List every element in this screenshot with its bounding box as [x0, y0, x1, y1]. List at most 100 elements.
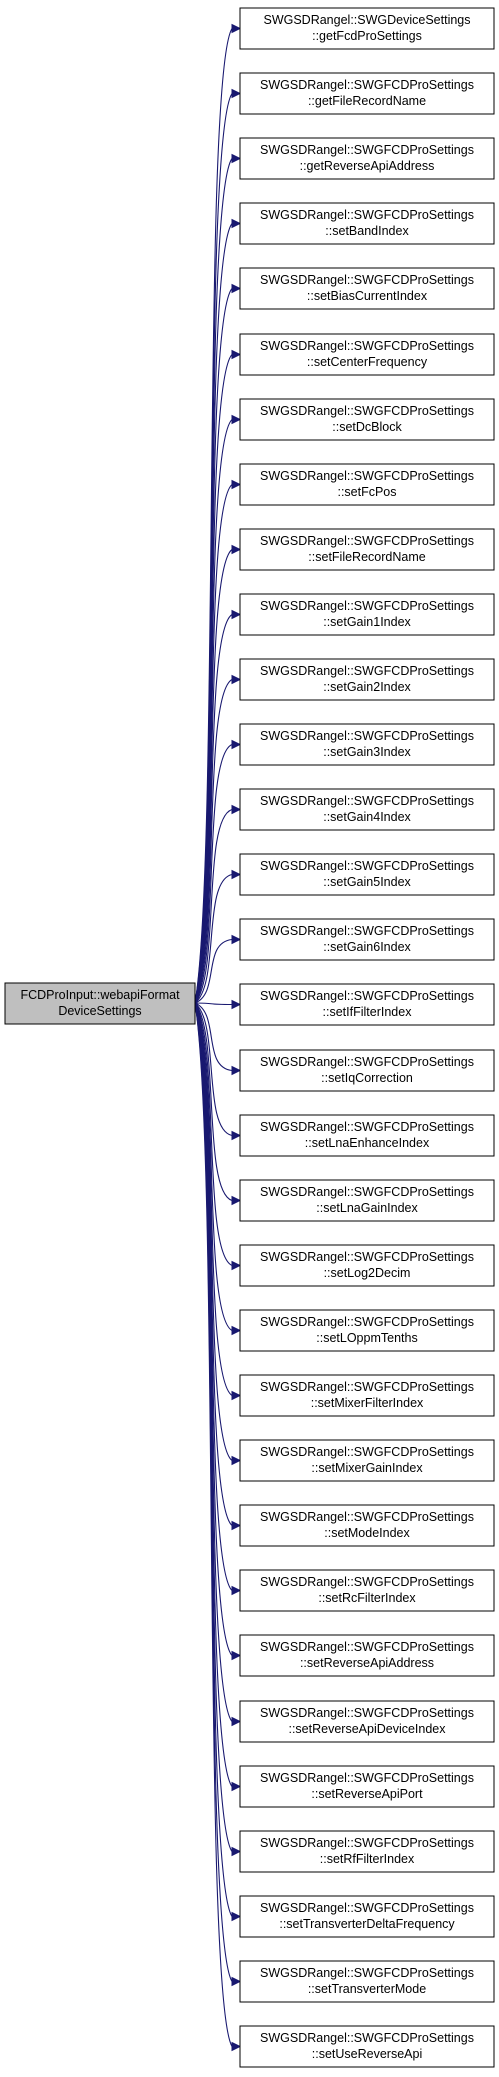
target-node[interactable]: SWGSDRangel::SWGFCDProSettings::setLnaEn…: [239, 1114, 495, 1157]
arrowhead-icon: [231, 2041, 242, 2052]
arrowhead-icon: [231, 1716, 242, 1727]
target-node-label-line2: ::setGain1Index: [323, 615, 411, 629]
target-node-label-line2: ::setMixerFilterIndex: [311, 1396, 424, 1410]
target-node-box: [239, 1244, 495, 1287]
call-edge: [194, 419, 233, 1004]
call-edge: [194, 1002, 233, 1202]
target-node[interactable]: SWGSDRangel::SWGFCDProSettings::setLOppm…: [239, 1309, 495, 1352]
target-node-label-line1: SWGSDRangel::SWGFCDProSettings: [260, 989, 474, 1003]
target-node[interactable]: SWGSDRangel::SWGFCDProSettings::setGain6…: [239, 918, 495, 961]
target-node[interactable]: SWGSDRangel::SWGFCDProSettings::setTrans…: [239, 1960, 495, 2003]
target-node-box: [239, 267, 495, 310]
target-node[interactable]: SWGSDRangel::SWGFCDProSettings::getFileR…: [239, 72, 495, 115]
source-node-box: [4, 982, 196, 1025]
target-node-box: [239, 1374, 495, 1417]
call-edge: [194, 1002, 233, 1461]
arrowhead-icon: [231, 414, 242, 425]
arrowhead-icon: [231, 1781, 242, 1792]
target-node-box: [239, 1895, 495, 1938]
target-node-label-line2: ::setLog2Decim: [324, 1266, 411, 1280]
target-node-box: [239, 593, 495, 636]
target-node-label-line1: SWGSDRangel::SWGFCDProSettings: [260, 273, 474, 287]
target-node-box: [239, 1114, 495, 1157]
target-node-box: [239, 137, 495, 180]
target-node[interactable]: SWGSDRangel::SWGFCDProSettings::setLnaGa…: [239, 1179, 495, 1222]
target-node[interactable]: SWGSDRangel::SWGFCDProSettings::setFcPos: [239, 463, 495, 506]
arrowhead-icon: [231, 349, 242, 360]
call-edge: [194, 1002, 233, 1331]
target-node[interactable]: SWGSDRangel::SWGFCDProSettings::setMixer…: [239, 1439, 495, 1482]
target-node[interactable]: SWGSDRangel::SWGFCDProSettings::setGain5…: [239, 853, 495, 896]
target-node-label-line2: ::setLnaEnhanceIndex: [305, 1136, 430, 1150]
target-node[interactable]: SWGSDRangel::SWGFCDProSettings::setRfFil…: [239, 1830, 495, 1873]
target-node-label-line1: SWGSDRangel::SWGFCDProSettings: [260, 2031, 474, 2045]
target-node-label-line1: SWGSDRangel::SWGFCDProSettings: [260, 78, 474, 92]
target-node-label-line2: ::getFileRecordName: [308, 94, 426, 108]
target-node[interactable]: SWGSDRangel::SWGFCDProSettings::getRever…: [239, 137, 495, 180]
target-node-label-line1: SWGSDRangel::SWGFCDProSettings: [260, 1771, 474, 1785]
target-node-box: [239, 983, 495, 1026]
source-node-label-line1: FCDProInput::webapiFormat: [20, 988, 180, 1002]
target-nodes: SWGSDRangel::SWGDeviceSettings::getFcdPr…: [239, 7, 495, 2068]
call-edge: [194, 549, 233, 1004]
target-node[interactable]: SWGSDRangel::SWGFCDProSettings::setGain4…: [239, 788, 495, 831]
target-node-label-line2: ::setGain3Index: [323, 745, 411, 759]
target-node-label-line1: SWGSDRangel::SWGFCDProSettings: [260, 1706, 474, 1720]
target-node[interactable]: SWGSDRangel::SWGFCDProSettings::setCente…: [239, 333, 495, 376]
target-node-label-line1: SWGSDRangel::SWGFCDProSettings: [260, 599, 474, 613]
target-node[interactable]: SWGSDRangel::SWGFCDProSettings::setRever…: [239, 1765, 495, 1808]
target-node[interactable]: SWGSDRangel::SWGFCDProSettings::setGain2…: [239, 658, 495, 701]
target-node-box: [239, 333, 495, 376]
target-node[interactable]: SWGSDRangel::SWGFCDProSettings::setDcBlo…: [239, 398, 495, 441]
target-node-label-line2: ::setBandIndex: [325, 224, 409, 238]
target-node[interactable]: SWGSDRangel::SWGFCDProSettings::setBiasC…: [239, 267, 495, 310]
target-node[interactable]: SWGSDRangel::SWGFCDProSettings::setFileR…: [239, 528, 495, 571]
target-node[interactable]: SWGSDRangel::SWGFCDProSettings::setGain3…: [239, 723, 495, 766]
target-node-label-line2: ::setIfFilterIndex: [323, 1005, 413, 1019]
target-node[interactable]: SWGSDRangel::SWGFCDProSettings::setRever…: [239, 1700, 495, 1743]
target-node-label-line2: ::setReverseApiPort: [311, 1787, 423, 1801]
call-edge: [194, 808, 233, 1004]
arrowhead-icon: [231, 1390, 242, 1401]
target-node-label-line1: SWGSDRangel::SWGFCDProSettings: [260, 1250, 474, 1264]
target-node[interactable]: SWGSDRangel::SWGFCDProSettings::setTrans…: [239, 1895, 495, 1938]
target-node-box: [239, 658, 495, 701]
target-node[interactable]: SWGSDRangel::SWGDeviceSettings::getFcdPr…: [239, 7, 495, 50]
call-edge: [194, 743, 233, 1004]
target-node[interactable]: SWGSDRangel::SWGFCDProSettings::setRever…: [239, 1634, 495, 1677]
target-node[interactable]: SWGSDRangel::SWGFCDProSettings::setModeI…: [239, 1504, 495, 1547]
call-edge: [194, 1002, 233, 1396]
arrowhead-icon: [231, 1130, 242, 1141]
target-node[interactable]: SWGSDRangel::SWGFCDProSettings::setUseRe…: [239, 2025, 495, 2068]
target-node[interactable]: SWGSDRangel::SWGFCDProSettings::setLog2D…: [239, 1244, 495, 1287]
arrowhead-icon: [231, 1911, 242, 1922]
target-node-label-line1: SWGSDRangel::SWGFCDProSettings: [260, 1445, 474, 1459]
call-edge: [194, 873, 233, 1004]
target-node[interactable]: SWGSDRangel::SWGFCDProSettings::setMixer…: [239, 1374, 495, 1417]
target-node[interactable]: SWGSDRangel::SWGFCDProSettings::setIqCor…: [239, 1049, 495, 1092]
target-node-label-line2: ::setGain2Index: [323, 680, 411, 694]
source-node-webapiformatdevicesettings[interactable]: FCDProInput::webapiFormat DeviceSettings: [4, 982, 196, 1025]
target-node-box: [239, 1179, 495, 1222]
target-node-label-line2: ::setGain4Index: [323, 810, 411, 824]
target-node[interactable]: SWGSDRangel::SWGFCDProSettings::setGain1…: [239, 593, 495, 636]
arrowhead-icon: [231, 283, 242, 294]
arrowhead-icon: [231, 23, 242, 34]
target-node-box: [239, 1765, 495, 1808]
arrowhead-icon: [231, 1520, 242, 1531]
target-node-box: [239, 463, 495, 506]
target-node-label-line1: SWGSDRangel::SWGFCDProSettings: [260, 1185, 474, 1199]
target-node[interactable]: SWGSDRangel::SWGFCDProSettings::setRcFil…: [239, 1569, 495, 1612]
arrowhead-icon: [231, 609, 242, 620]
call-edge: [194, 938, 233, 1004]
target-node[interactable]: SWGSDRangel::SWGFCDProSettings::setIfFil…: [239, 983, 495, 1026]
target-node-label-line1: SWGSDRangel::SWGFCDProSettings: [260, 1315, 474, 1329]
arrowhead-icon: [231, 739, 242, 750]
target-node-label-line2: ::setCenterFrequency: [307, 355, 428, 369]
call-edge: [194, 1002, 233, 1137]
target-node[interactable]: SWGSDRangel::SWGFCDProSettings::setBandI…: [239, 202, 495, 245]
target-node-box: [239, 1309, 495, 1352]
arrowhead-icon: [231, 1650, 242, 1661]
target-node-label-line2: ::setBiasCurrentIndex: [307, 289, 428, 303]
arrowhead-icon: [231, 1585, 242, 1596]
